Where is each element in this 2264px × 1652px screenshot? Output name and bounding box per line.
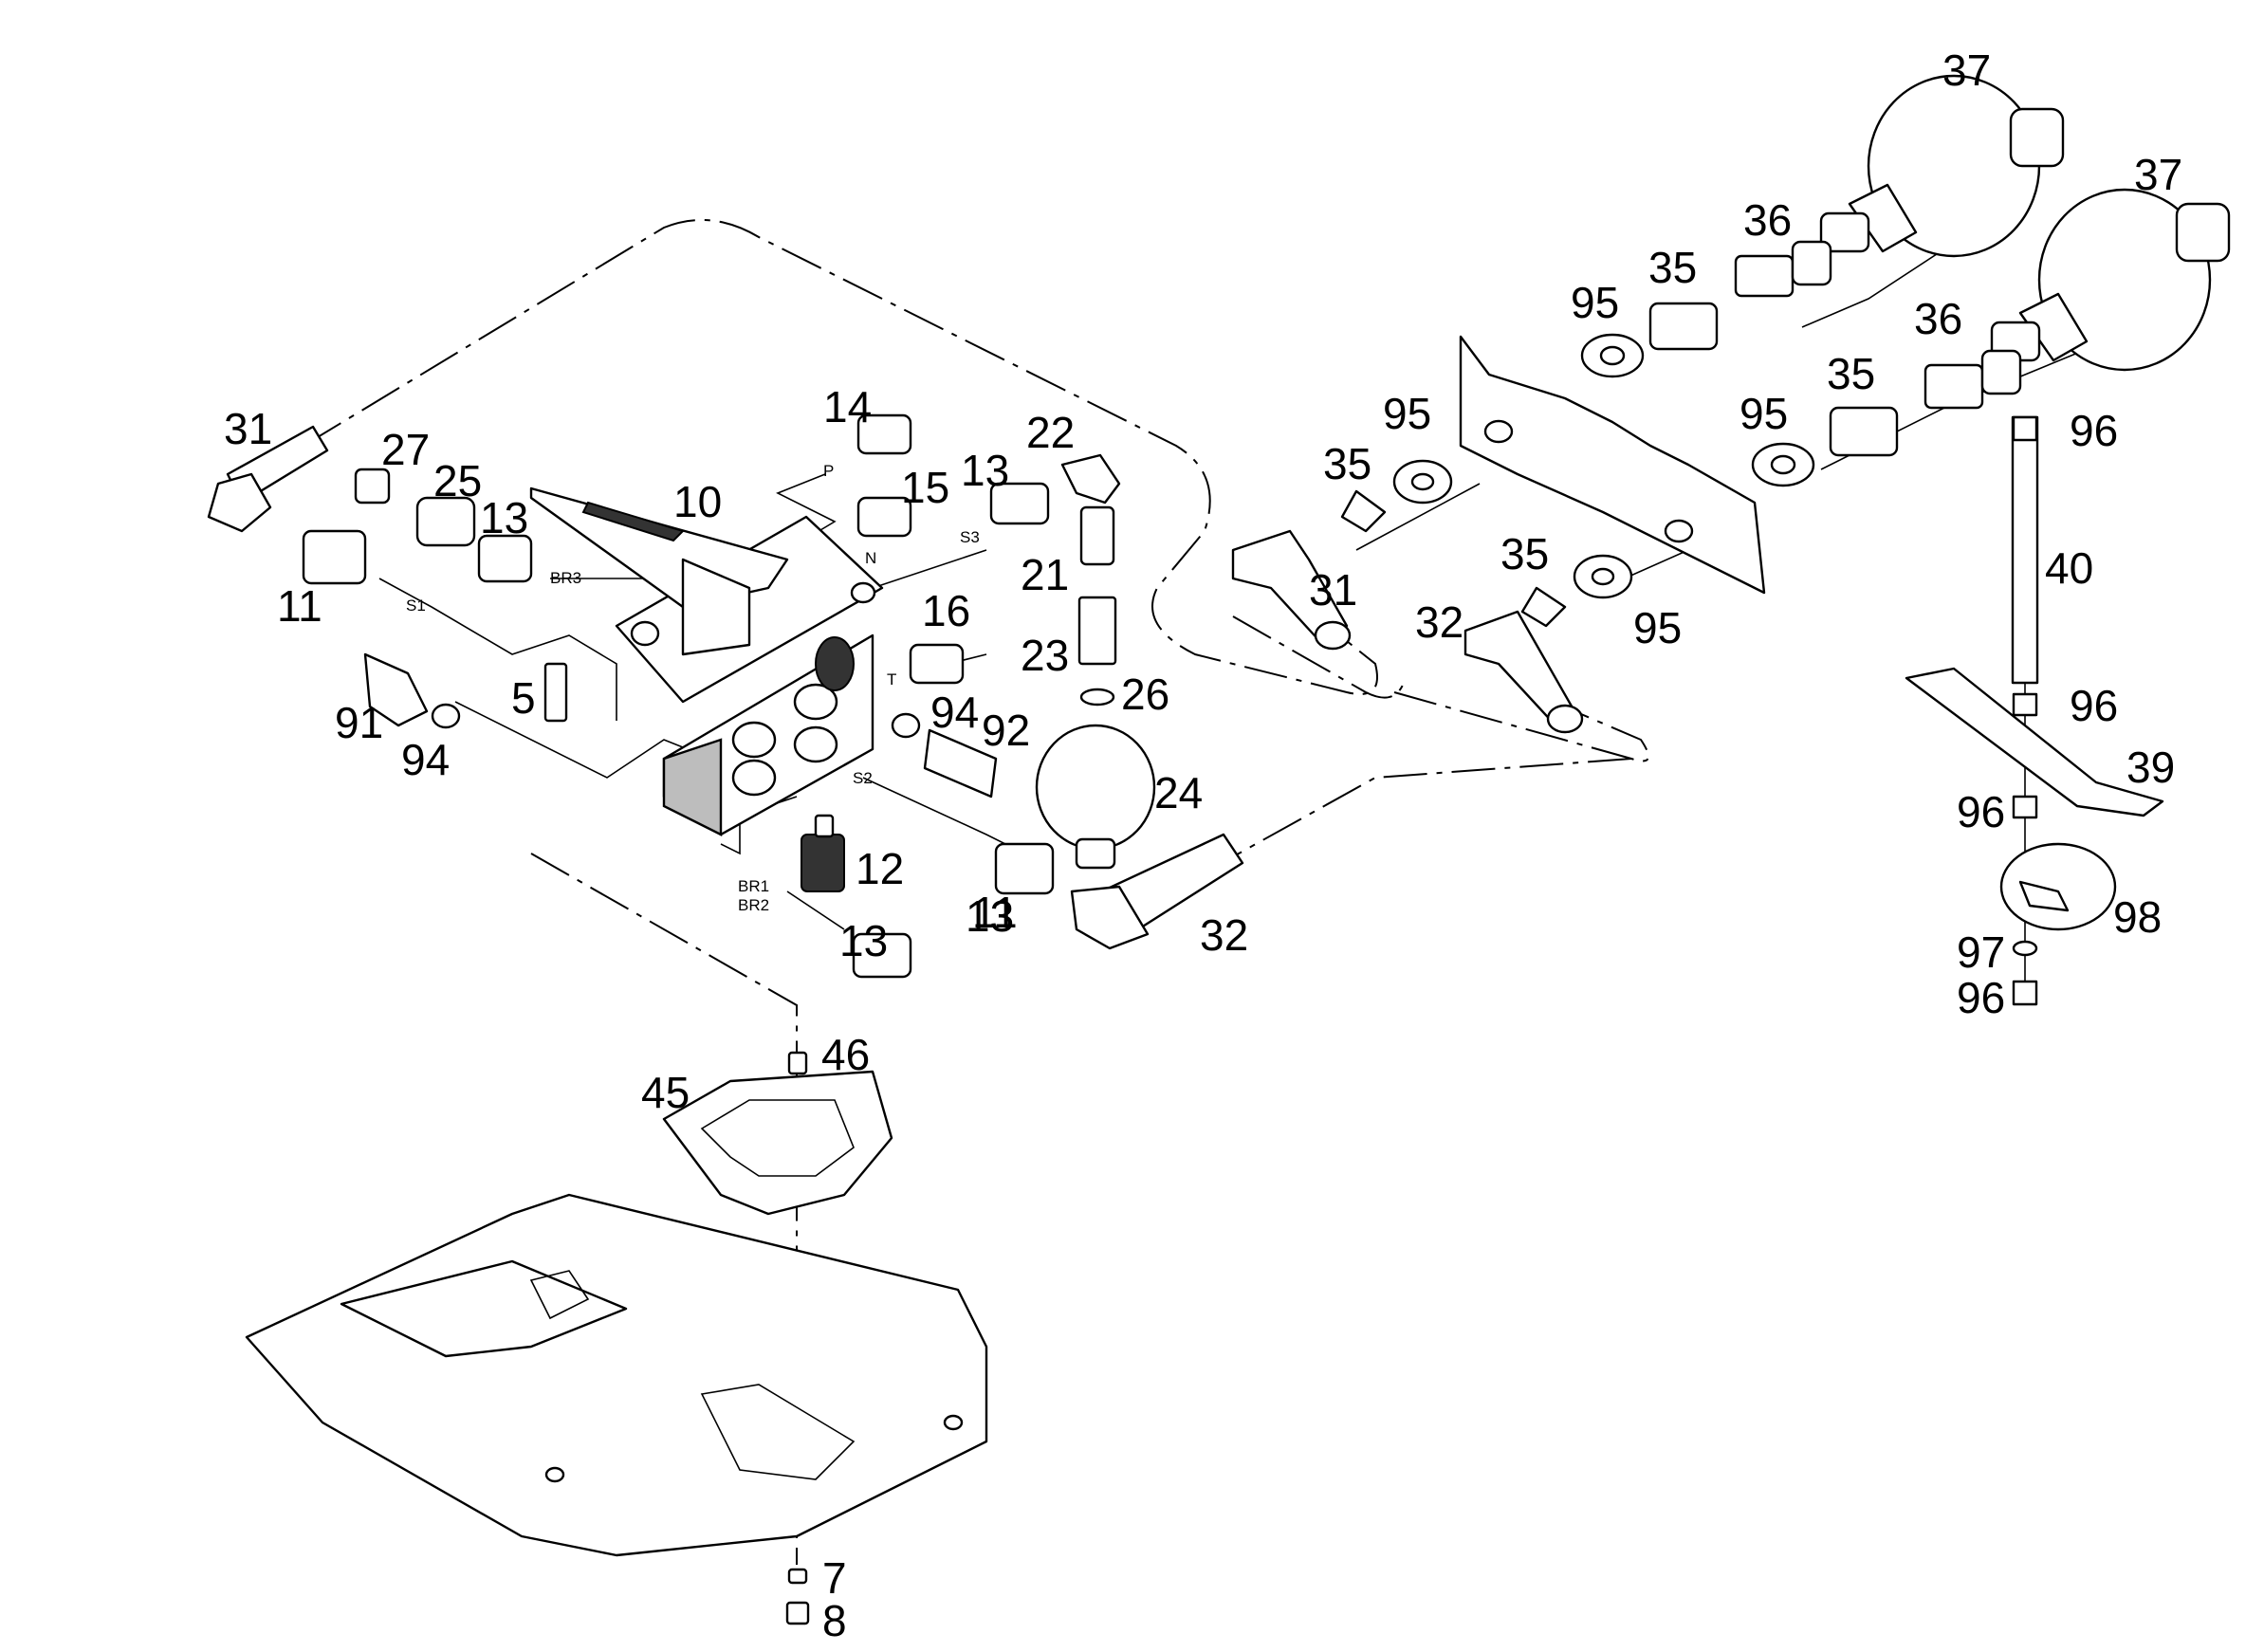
port-labels: BR3 S1 P N S3 T S2 BR1 BR2 [406, 462, 980, 914]
callout: 92 [982, 706, 1030, 755]
floor-plate [245, 1193, 988, 1625]
callout: 40 [2045, 543, 2093, 593]
callout: 11 [972, 888, 1018, 937]
accumulator-upper [1819, 74, 2065, 258]
callout: 32 [1200, 910, 1248, 960]
callout: 25 [433, 456, 482, 505]
callout: 35 [1323, 439, 1371, 488]
callout: 7 [822, 1553, 847, 1603]
callout: 95 [1633, 603, 1682, 652]
callout: 14 [823, 382, 872, 431]
port-label: BR1 [738, 877, 769, 895]
callout: 11 [277, 581, 322, 631]
fittings-mid-row [1340, 459, 1633, 628]
callout: 36 [1914, 294, 1962, 343]
callout: 22 [1026, 408, 1075, 457]
leader-lines [378, 217, 2107, 986]
hose-32-right [1463, 610, 1584, 734]
callout: 95 [1383, 389, 1431, 438]
callout: 95 [1739, 389, 1788, 438]
rod-assembly [1905, 415, 2164, 1006]
callout: 13 [480, 493, 528, 542]
callout: 39 [2126, 743, 2175, 792]
port-label: S2 [853, 769, 873, 787]
callout: 31 [1309, 565, 1357, 615]
callout: 21 [1021, 550, 1069, 599]
fittings-upper-row [1580, 240, 1832, 378]
fittings-lower-row [1751, 349, 2022, 487]
accumulator-24-stack [1035, 453, 1156, 870]
callout: 94 [401, 735, 450, 784]
accumulator-lower [1990, 188, 2231, 372]
port-label: T [887, 670, 896, 688]
callout: 8 [822, 1596, 847, 1645]
callout: 96 [1957, 787, 2005, 836]
port-label: S3 [960, 528, 980, 546]
port-label: S1 [406, 597, 426, 615]
port-label: N [865, 549, 876, 567]
hose-31-left [207, 425, 329, 533]
callout: 5 [511, 673, 536, 723]
callout: 24 [1154, 768, 1203, 817]
callout: 31 [224, 404, 272, 453]
cover-plate-45 [662, 1051, 893, 1216]
hose-32-lower [1070, 833, 1244, 950]
callout: 15 [901, 463, 949, 512]
callout: 46 [821, 1030, 870, 1079]
callout: 96 [1957, 973, 2005, 1022]
valve-fittings [302, 413, 1055, 979]
callout: 27 [381, 425, 430, 474]
callout: 12 [856, 844, 904, 893]
callout: 94 [930, 688, 979, 737]
callout: 36 [1743, 195, 1792, 245]
callout: 13 [961, 446, 1009, 495]
port-label: BR2 [738, 896, 769, 914]
callout: 23 [1021, 631, 1069, 680]
callout: 37 [2134, 150, 2182, 199]
filter-12 [801, 814, 845, 892]
brake-pedal [529, 486, 789, 656]
callout: 96 [2070, 406, 2118, 455]
callout: 10 [673, 477, 722, 526]
callout: 13 [839, 916, 888, 965]
callout-numbers: 37 37 36 36 35 35 35 35 95 95 95 95 31 3… [224, 46, 2182, 1645]
callout: 96 [2070, 681, 2118, 730]
callout: 32 [1415, 597, 1463, 647]
callout: 97 [1957, 927, 2005, 977]
callout: 98 [2113, 892, 2162, 942]
callout: 35 [1648, 243, 1697, 292]
callout: 95 [1571, 278, 1619, 327]
hose-31-right [1231, 529, 1352, 651]
callout: 37 [1942, 46, 1991, 95]
callout: 35 [1500, 529, 1549, 578]
port-label: BR3 [550, 569, 581, 587]
accumulator-bracket [1459, 335, 1766, 595]
callout: 16 [922, 586, 970, 635]
callout: 35 [1827, 349, 1875, 398]
callout: 45 [641, 1068, 690, 1117]
callout: 13 [966, 891, 1014, 941]
callout: 26 [1121, 670, 1169, 719]
port-label: P [823, 462, 834, 480]
callout: 91 [335, 698, 383, 747]
